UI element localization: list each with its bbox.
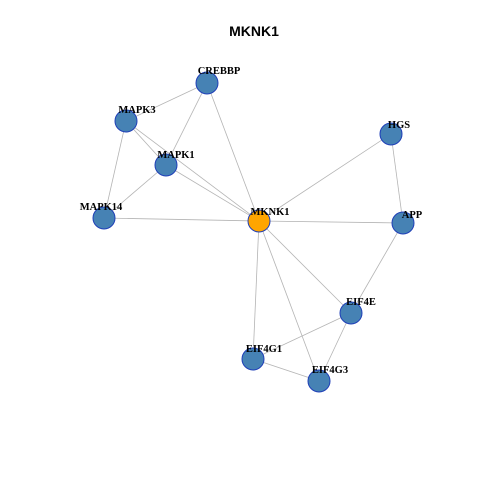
edge-mknk1-eif4e	[258, 220, 352, 314]
edge-eif4e-eif4g1	[252, 312, 352, 360]
node-label-mknk1: MKNK1	[250, 207, 289, 218]
node-label-app: APP	[402, 210, 423, 221]
edge-mknk1-eif4g3	[258, 220, 320, 382]
edge-mapk3-mknk1	[125, 120, 260, 222]
edge-app-eif4e	[350, 222, 404, 314]
node-eif4g1	[241, 347, 265, 371]
edge-mapk14-mknk1	[103, 217, 260, 222]
node-label-eif4g1: EIF4G1	[246, 344, 282, 355]
node-label-crebbp: CREBBP	[198, 66, 241, 77]
node-label-eif4g3: EIF4G3	[312, 365, 348, 376]
edge-crebbp-mapk1	[165, 82, 208, 166]
node-eif4g3	[307, 369, 331, 393]
node-app	[391, 211, 415, 235]
edge-mapk1-mapk14	[103, 164, 167, 219]
edge-crebbp-mknk1	[206, 82, 260, 222]
edge-hgs-app	[390, 133, 404, 224]
node-label-mapk3: MAPK3	[118, 105, 155, 116]
edge-mknk1-eif4g1	[252, 220, 260, 360]
node-mapk1	[154, 153, 178, 177]
node-layer	[92, 71, 415, 393]
edge-eif4e-eif4g3	[318, 312, 352, 382]
node-mknk1	[247, 209, 271, 233]
edge-mapk1-mknk1	[165, 164, 260, 222]
node-label-mapk1: MAPK1	[157, 150, 194, 161]
node-label-eif4e: EIF4E	[346, 297, 376, 308]
edge-hgs-mknk1	[258, 133, 392, 222]
node-crebbp	[195, 71, 219, 95]
edge-eif4g1-eif4g3	[252, 358, 320, 382]
node-mapk14	[92, 206, 116, 230]
node-hgs	[379, 122, 403, 146]
edge-app-mknk1	[258, 220, 404, 224]
node-label-hgs: HGS	[388, 120, 410, 131]
node-label-mapk14: MAPK14	[80, 202, 123, 213]
diagram-title: MKNK1	[229, 23, 279, 39]
node-eif4e	[339, 301, 363, 325]
node-mapk3	[114, 109, 138, 133]
edge-layer	[103, 82, 404, 382]
edge-crebbp-mapk3	[125, 82, 208, 122]
edge-mapk3-mapk14	[103, 120, 127, 219]
